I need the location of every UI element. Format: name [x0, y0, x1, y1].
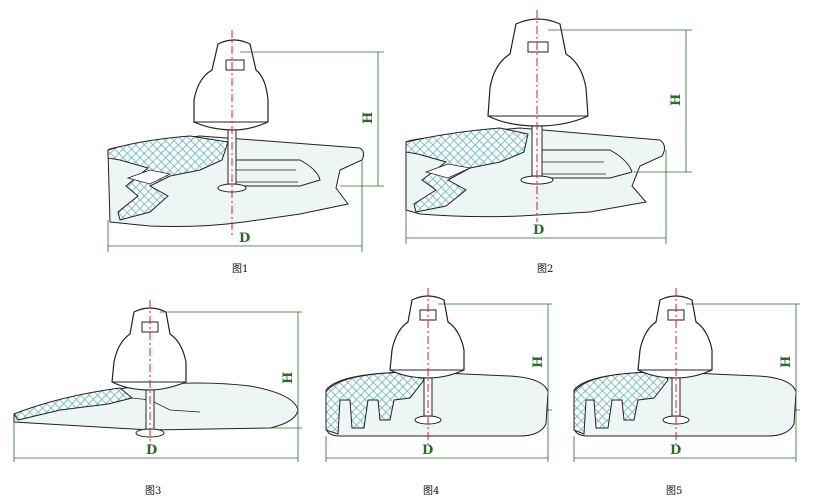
shed-edge [236, 159, 321, 187]
figure-caption: 图1 [232, 263, 248, 275]
cap-socket [527, 41, 549, 53]
porcelain-rib [424, 163, 472, 179]
height-label: H [669, 94, 684, 106]
metal-cap [193, 39, 269, 131]
figure-1: H D 图1 [107, 30, 384, 275]
porcelain-section [573, 371, 669, 435]
diameter-label: D [146, 443, 157, 458]
metal-cap [111, 307, 187, 391]
metal-cap [487, 18, 589, 127]
height-label: H [281, 372, 296, 384]
diameter-label: D [239, 231, 250, 246]
diameter-label: D [670, 443, 681, 458]
cap-socket [667, 309, 685, 321]
porcelain-rib [126, 169, 172, 185]
height-label: H [779, 356, 794, 368]
figure-caption: 图5 [666, 485, 682, 497]
cap-socket [225, 59, 245, 71]
cap-socket [141, 321, 159, 333]
metal-cap [389, 295, 465, 379]
figure-2: H D 图2 [405, 10, 692, 275]
height-label: H [531, 356, 546, 368]
figure-caption: 图4 [423, 485, 439, 497]
shed-edge [540, 149, 633, 179]
porcelain-section [405, 127, 529, 213]
cap-socket [419, 309, 437, 321]
figure-5: H D 图5 [573, 288, 800, 497]
figure-3: H D 图3 [13, 300, 302, 497]
figure-4: H D 图4 [325, 288, 552, 497]
diameter-label: D [533, 223, 544, 238]
height-label: H [361, 112, 376, 124]
diameter-label: D [422, 443, 433, 458]
porcelain-section [107, 135, 229, 221]
metal-cap [637, 295, 713, 379]
figure-caption: 图2 [537, 263, 553, 275]
figure-caption: 图3 [145, 485, 161, 497]
